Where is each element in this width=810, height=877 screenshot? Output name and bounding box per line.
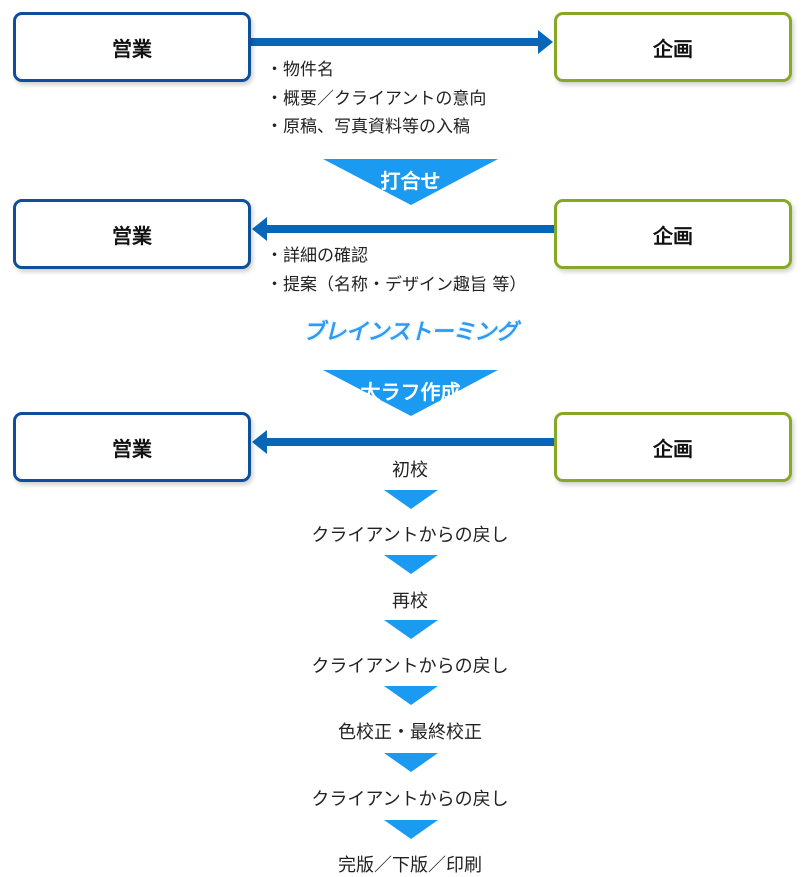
arrow-shaft-1 — [251, 38, 541, 46]
step-color-final-proof: 色校正・最終校正 — [338, 722, 482, 743]
note-item: ・物件名 — [266, 60, 334, 80]
arrow-shaft-2 — [266, 225, 554, 233]
arrow-head-right-1 — [538, 30, 553, 54]
meeting-triangle — [323, 159, 498, 205]
arrow-head-left-2 — [252, 217, 267, 241]
notes-list-1: ・物件名 ・概要／クライアントの意向 ・原稿、写真資料等の入稿 — [266, 56, 486, 142]
plan-label-3: 企画 — [653, 436, 693, 461]
rough-triangle — [323, 370, 498, 416]
sales-box-3: 営業 — [13, 412, 251, 482]
step-arrow-3 — [384, 620, 438, 639]
step-client-return-1: クライアントからの戻し — [311, 525, 509, 546]
sales-box-1: 営業 — [13, 12, 251, 82]
note-item: ・提案（名称・デザイン趣旨 等） — [266, 274, 527, 295]
note-item: ・原稿、写真資料等の入稿 — [266, 117, 470, 137]
plan-box-2: 企画 — [554, 199, 792, 269]
arrow-shaft-3 — [266, 438, 554, 446]
step-print: 完版／下版／印刷 — [338, 855, 482, 876]
sales-label-3: 営業 — [112, 436, 152, 461]
step-client-return-2: クライアントからの戻し — [311, 656, 509, 677]
plan-box-3: 企画 — [554, 412, 792, 482]
sales-label-2: 営業 — [112, 223, 152, 248]
step-second-proof: 再校 — [392, 591, 428, 612]
meeting-label: 打合せ — [380, 169, 441, 193]
step-arrow-5 — [384, 753, 438, 772]
plan-label-2: 企画 — [653, 223, 693, 248]
brainstorm-label: ブレインストーミング — [302, 320, 518, 345]
step-arrow-1 — [384, 490, 438, 509]
note-item: ・概要／クライアントの意向 — [266, 88, 487, 109]
rough-label: 大ラフ作成 — [360, 380, 461, 404]
step-arrow-4 — [384, 686, 438, 705]
note-item: ・詳細の確認 — [266, 246, 368, 266]
sales-label-1: 営業 — [112, 36, 152, 61]
plan-label-1: 企画 — [653, 36, 693, 61]
step-client-return-3: クライアントからの戻し — [311, 789, 509, 810]
step-arrow-6 — [384, 820, 438, 839]
notes-list-2: ・詳細の確認 ・提案（名称・デザイン趣旨 等） — [266, 242, 526, 299]
sales-box-2: 営業 — [13, 199, 251, 269]
plan-box-1: 企画 — [554, 12, 792, 82]
step-arrow-2 — [384, 555, 438, 574]
arrow-head-left-3 — [252, 430, 267, 454]
step-first-proof: 初校 — [392, 460, 428, 481]
